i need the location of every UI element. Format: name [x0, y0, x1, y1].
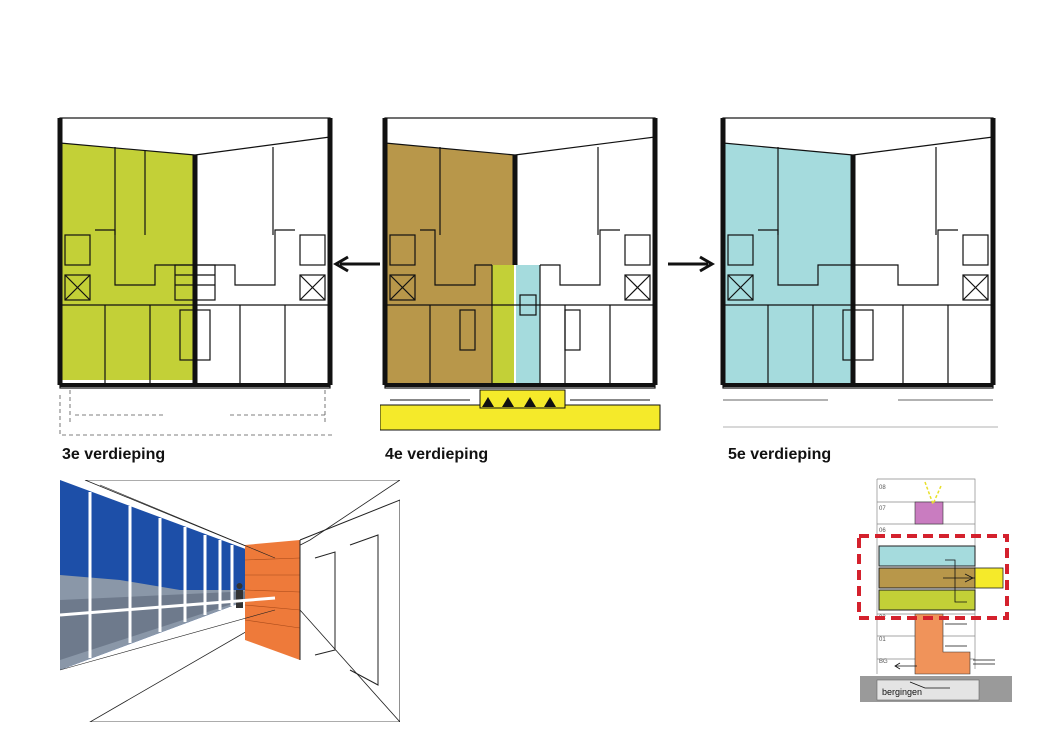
units-floor4	[385, 143, 540, 385]
arrow-left	[333, 255, 380, 273]
level-08: 08	[879, 485, 886, 491]
level-06: 06	[879, 528, 886, 534]
level-01: 01	[879, 637, 886, 643]
gallery-walkway	[380, 389, 661, 431]
storage-label: bergingen	[882, 687, 922, 697]
label-floor5: 5e verdieping	[728, 446, 832, 463]
highlight-frame	[857, 534, 1009, 620]
floor-plan-4	[380, 117, 661, 431]
floor-plan-5	[720, 117, 998, 428]
corridor-perspective	[60, 480, 400, 722]
label-floor4: 4e verdieping	[385, 446, 489, 463]
floor-plan-3	[57, 117, 335, 436]
building-section: bergingen 08 07 06 05 04 03 02 01 BG	[857, 478, 1012, 702]
arrow-right	[668, 255, 715, 273]
units-floor5	[723, 143, 853, 385]
level-07: 07	[879, 506, 886, 512]
level-BG: BG	[879, 659, 888, 665]
label-floor3: 3e verdieping	[62, 446, 166, 463]
units-floor3	[60, 143, 195, 380]
